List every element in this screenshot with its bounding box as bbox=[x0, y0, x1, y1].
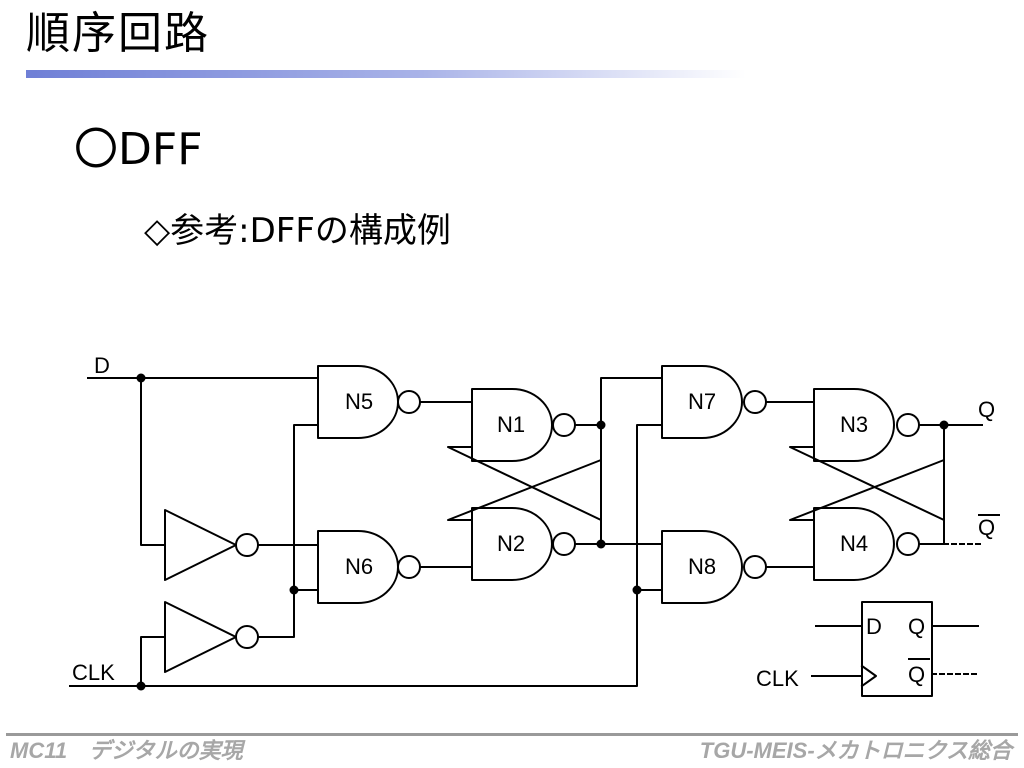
gate-label-n8: N8 bbox=[688, 554, 716, 579]
gate-n8 bbox=[661, 530, 743, 604]
signal-label-clk: CLK bbox=[72, 660, 115, 685]
gate-n2-bubble bbox=[552, 532, 576, 556]
dff-symbol-clk-label: CLK bbox=[756, 666, 799, 691]
gate-n3 bbox=[813, 388, 895, 462]
gate-label-n2: N2 bbox=[497, 531, 525, 556]
gate-n4-bubble bbox=[896, 532, 920, 556]
junction-dot bbox=[939, 420, 949, 430]
footer-course-label: MC11 デジタルの実現 bbox=[10, 738, 243, 763]
dff-symbol-q-label: Q bbox=[908, 614, 925, 639]
dff-symbol-d-label: D bbox=[866, 614, 882, 639]
junction-dot bbox=[596, 420, 606, 430]
gate-n7 bbox=[661, 365, 743, 439]
signal-label-q: Q bbox=[978, 397, 995, 422]
d-to-inverter-wire bbox=[140, 377, 166, 546]
clk-inverter-bubble bbox=[235, 625, 259, 649]
n1-feedback-wire bbox=[447, 424, 602, 521]
signal-label-d: D bbox=[94, 353, 110, 378]
section-heading: 〇DFF bbox=[74, 124, 203, 175]
footer-divider bbox=[6, 733, 1018, 736]
gate-label-n3: N3 bbox=[840, 412, 868, 437]
gate-n7-bubble bbox=[743, 390, 767, 414]
junction-dot bbox=[289, 585, 299, 595]
gate-n3-bubble bbox=[896, 413, 920, 437]
title-underline bbox=[26, 70, 746, 78]
clk-to-n7-wire bbox=[636, 424, 663, 591]
section-subheading: ◇参考:DFFの構成例 bbox=[144, 211, 451, 251]
gate-label-n5: N5 bbox=[345, 389, 373, 414]
clk-to-inverter-wire bbox=[140, 636, 166, 687]
junction-dot bbox=[596, 539, 606, 549]
slide-title: 順序回路 bbox=[26, 8, 210, 59]
d-inverter-bubble bbox=[235, 533, 259, 557]
clk-input-wire bbox=[69, 589, 638, 687]
gate-label-n6: N6 bbox=[345, 554, 373, 579]
signal-label-qbar: Q bbox=[978, 515, 995, 540]
gate-n1 bbox=[471, 388, 553, 462]
n2-feedback-wire bbox=[447, 459, 602, 545]
d-inverter bbox=[164, 509, 237, 581]
gate-n8-bubble bbox=[743, 555, 767, 579]
gate-label-n7: N7 bbox=[688, 389, 716, 414]
footer-org-label: TGU-MEIS-メカトロニクス総合 bbox=[699, 738, 1012, 763]
dff-symbol-clk-triangle bbox=[860, 664, 877, 688]
gate-label-n4: N4 bbox=[840, 531, 868, 556]
n1-out-wire bbox=[574, 377, 663, 426]
clk-inverter bbox=[164, 601, 237, 673]
junction-dot bbox=[136, 681, 146, 691]
gate-n1-bubble bbox=[552, 413, 576, 437]
dff-symbol-qbar-label: Q bbox=[908, 662, 925, 687]
gate-n5-bubble bbox=[397, 390, 421, 414]
gate-n4 bbox=[813, 507, 895, 581]
junction-dot bbox=[632, 585, 642, 595]
gate-label-n1: N1 bbox=[497, 412, 525, 437]
junction-dot bbox=[136, 373, 146, 383]
gate-n2 bbox=[471, 507, 553, 581]
dff-symbol-box bbox=[861, 601, 933, 697]
gate-n6-bubble bbox=[397, 555, 421, 579]
n4-feedback-wire bbox=[789, 459, 945, 545]
clkbar-wire bbox=[257, 424, 319, 638]
